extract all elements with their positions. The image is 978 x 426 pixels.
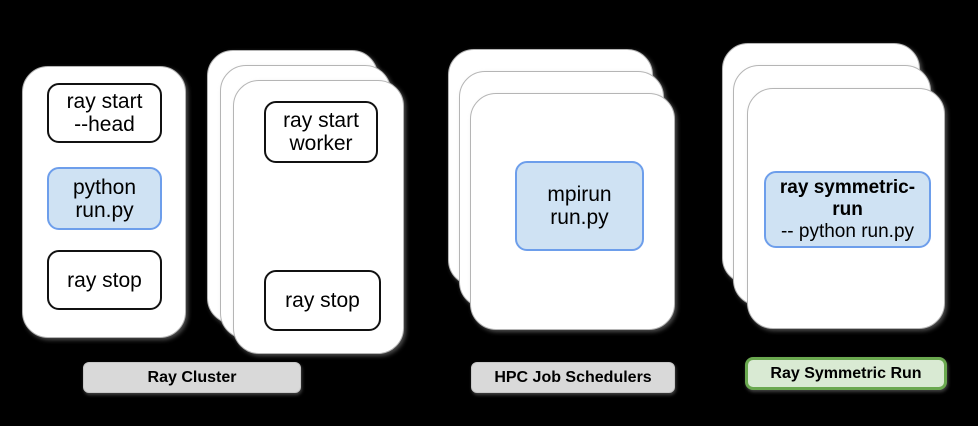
- cmd-ray-start-head: ray start --head: [47, 83, 162, 143]
- symmetric-run-card-front: ray symmetric-run -- python run.py: [747, 88, 945, 329]
- label-ray-symmetric-run-text: Ray Symmetric Run: [770, 364, 922, 382]
- label-hpc-job-schedulers-text: HPC Job Schedulers: [494, 368, 652, 386]
- cmd-ray-stop-worker: ray stop: [264, 270, 381, 331]
- cmd-ray-symmetric-run: ray symmetric-run -- python run.py: [764, 171, 931, 248]
- label-ray-symmetric-run: Ray Symmetric Run: [745, 357, 947, 390]
- worker-node-card-front: ray start worker ray stop: [233, 80, 404, 354]
- head-node-card: ray start --head python run.py ray stop: [22, 66, 186, 338]
- cmd-ray-symmetric-run-bold-text: ray symmetric-run: [779, 176, 916, 220]
- cmd-python-run: python run.py: [47, 167, 162, 230]
- label-ray-cluster: Ray Cluster: [83, 362, 301, 393]
- hpc-node-card-front: mpirun run.py: [470, 93, 675, 330]
- label-ray-cluster-text: Ray Cluster: [147, 368, 237, 386]
- cmd-ray-stop-head: ray stop: [47, 250, 162, 310]
- cmd-ray-stop-head-text: ray stop: [67, 268, 142, 292]
- cmd-mpirun: mpirun run.py: [515, 161, 644, 251]
- cmd-mpirun-text: mpirun run.py: [547, 183, 612, 229]
- cmd-ray-start-head-text: ray start --head: [66, 90, 143, 136]
- cmd-python-run-text: python run.py: [72, 175, 137, 222]
- cmd-ray-start-worker-text: ray start worker: [283, 109, 359, 155]
- cmd-ray-symmetric-run-regular-text: -- python run.py: [780, 220, 915, 242]
- label-hpc-job-schedulers: HPC Job Schedulers: [471, 362, 675, 393]
- cmd-ray-stop-worker-text: ray stop: [285, 289, 360, 312]
- cmd-ray-symmetric-run-lines: ray symmetric-run -- python run.py: [766, 177, 929, 243]
- cmd-ray-start-worker: ray start worker: [264, 101, 378, 163]
